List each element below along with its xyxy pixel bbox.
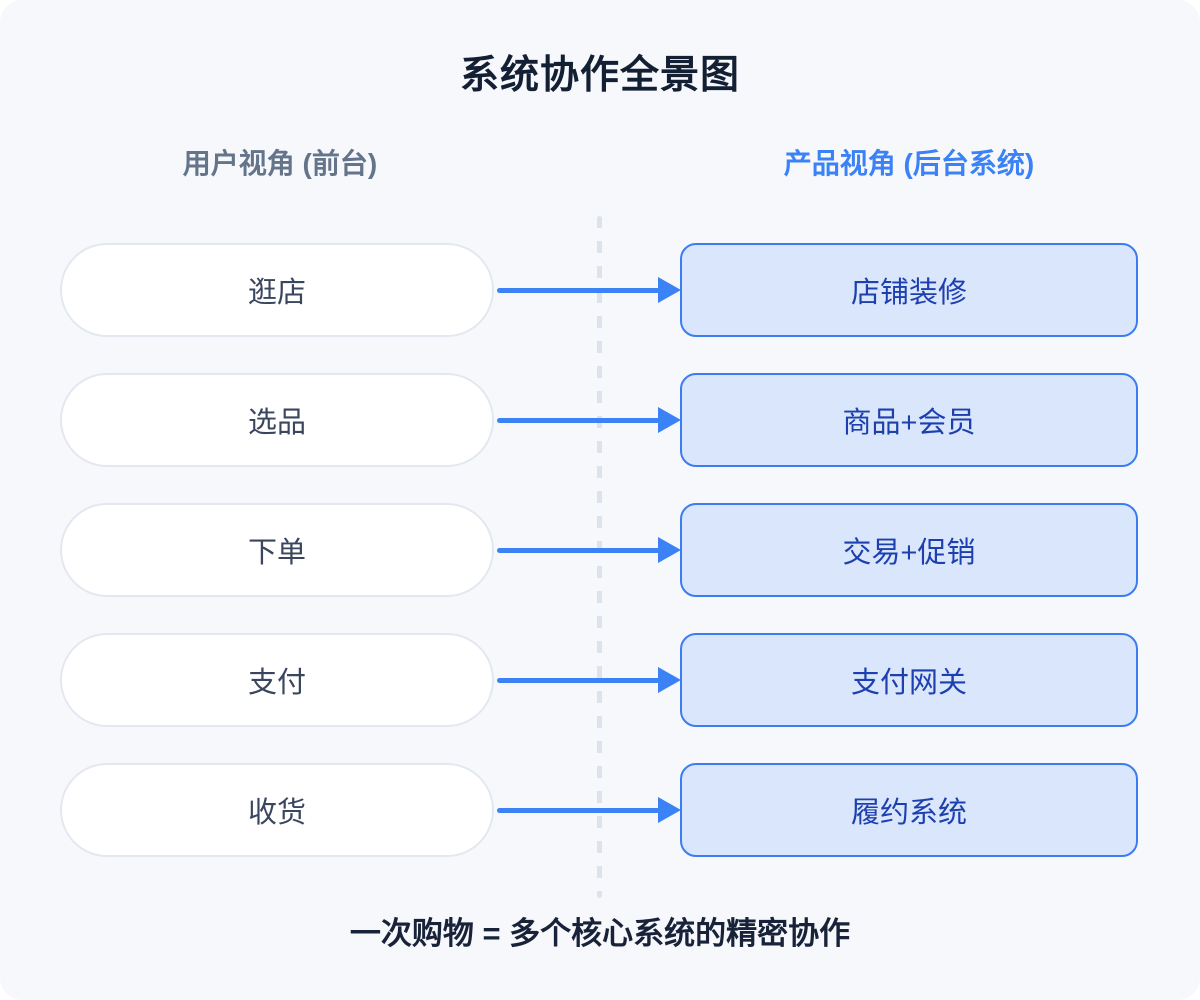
arrow-head-icon xyxy=(658,407,681,433)
arrow-shaft xyxy=(497,547,660,553)
arrow-shaft xyxy=(497,807,660,813)
arrow-head-icon xyxy=(658,797,681,823)
right-arrow-icon xyxy=(497,243,681,337)
footer-caption: 一次购物 = 多个核心系统的精密协作 xyxy=(349,916,851,951)
system-box: 店铺装修 xyxy=(680,243,1138,337)
flow-row: 下单 交易+促销 xyxy=(0,503,1200,597)
right-arrow-icon xyxy=(497,503,681,597)
diagram-title: 系统协作全景图 xyxy=(459,54,740,97)
flow-row: 收货 履约系统 xyxy=(0,763,1200,857)
flow-row: 支付 支付网关 xyxy=(0,633,1200,727)
right-arrow-icon xyxy=(497,633,681,727)
right-arrow-icon xyxy=(497,763,681,857)
arrow-head-icon xyxy=(658,667,681,693)
column-header-product: 产品视角 (后台系统) xyxy=(783,148,1035,179)
flow-rows: 逛店 店铺装修 选品 商品+会员 下单 交易+促销 支付 xyxy=(0,243,1200,893)
user-step-pill: 收货 xyxy=(60,763,494,857)
arrow-shaft xyxy=(497,287,660,293)
arrow-shaft xyxy=(497,677,660,683)
arrow-head-icon xyxy=(658,537,681,563)
flow-row: 逛店 店铺装修 xyxy=(0,243,1200,337)
system-box: 交易+促销 xyxy=(680,503,1138,597)
user-step-pill: 选品 xyxy=(60,373,494,467)
system-box: 商品+会员 xyxy=(680,373,1138,467)
right-arrow-icon xyxy=(497,373,681,467)
column-header-user: 用户视角 (前台) xyxy=(182,148,378,179)
user-step-pill: 支付 xyxy=(60,633,494,727)
system-box: 支付网关 xyxy=(680,633,1138,727)
flow-row: 选品 商品+会员 xyxy=(0,373,1200,467)
system-box: 履约系统 xyxy=(680,763,1138,857)
arrow-head-icon xyxy=(658,277,681,303)
user-step-pill: 逛店 xyxy=(60,243,494,337)
user-step-pill: 下单 xyxy=(60,503,494,597)
dashed-divider-line xyxy=(597,216,602,898)
arrow-shaft xyxy=(497,417,660,423)
